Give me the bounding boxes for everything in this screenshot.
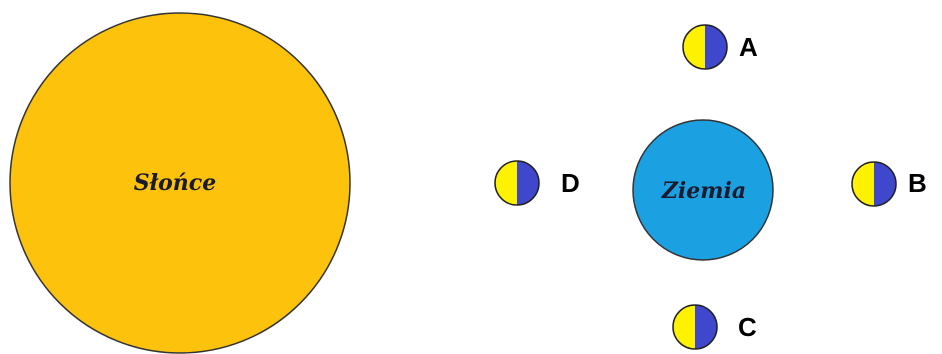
moon-d-lit-half <box>495 161 517 205</box>
moon-d-dark-half <box>517 161 539 205</box>
sun: Słońce <box>10 13 350 353</box>
moon-d-label: D <box>561 168 580 198</box>
earth: Ziemia <box>633 120 773 260</box>
moon-a: A <box>683 25 758 69</box>
moon-a-lit-half <box>683 25 705 69</box>
moon-c-label: C <box>738 312 757 342</box>
moon-b: B <box>852 162 927 206</box>
moon-a-dark-half <box>705 25 727 69</box>
moon-a-label: A <box>739 32 758 62</box>
moon-b-dark-half <box>874 162 896 206</box>
moon-b-lit-half <box>852 162 874 206</box>
earth-label: Ziemia <box>661 178 746 204</box>
moon-c-dark-half <box>695 305 717 349</box>
moon-d: D <box>495 161 580 205</box>
moon-c-lit-half <box>673 305 695 349</box>
moon-c: C <box>673 305 757 349</box>
moon-b-label: B <box>908 168 927 198</box>
sun-label: Słońce <box>134 170 216 196</box>
